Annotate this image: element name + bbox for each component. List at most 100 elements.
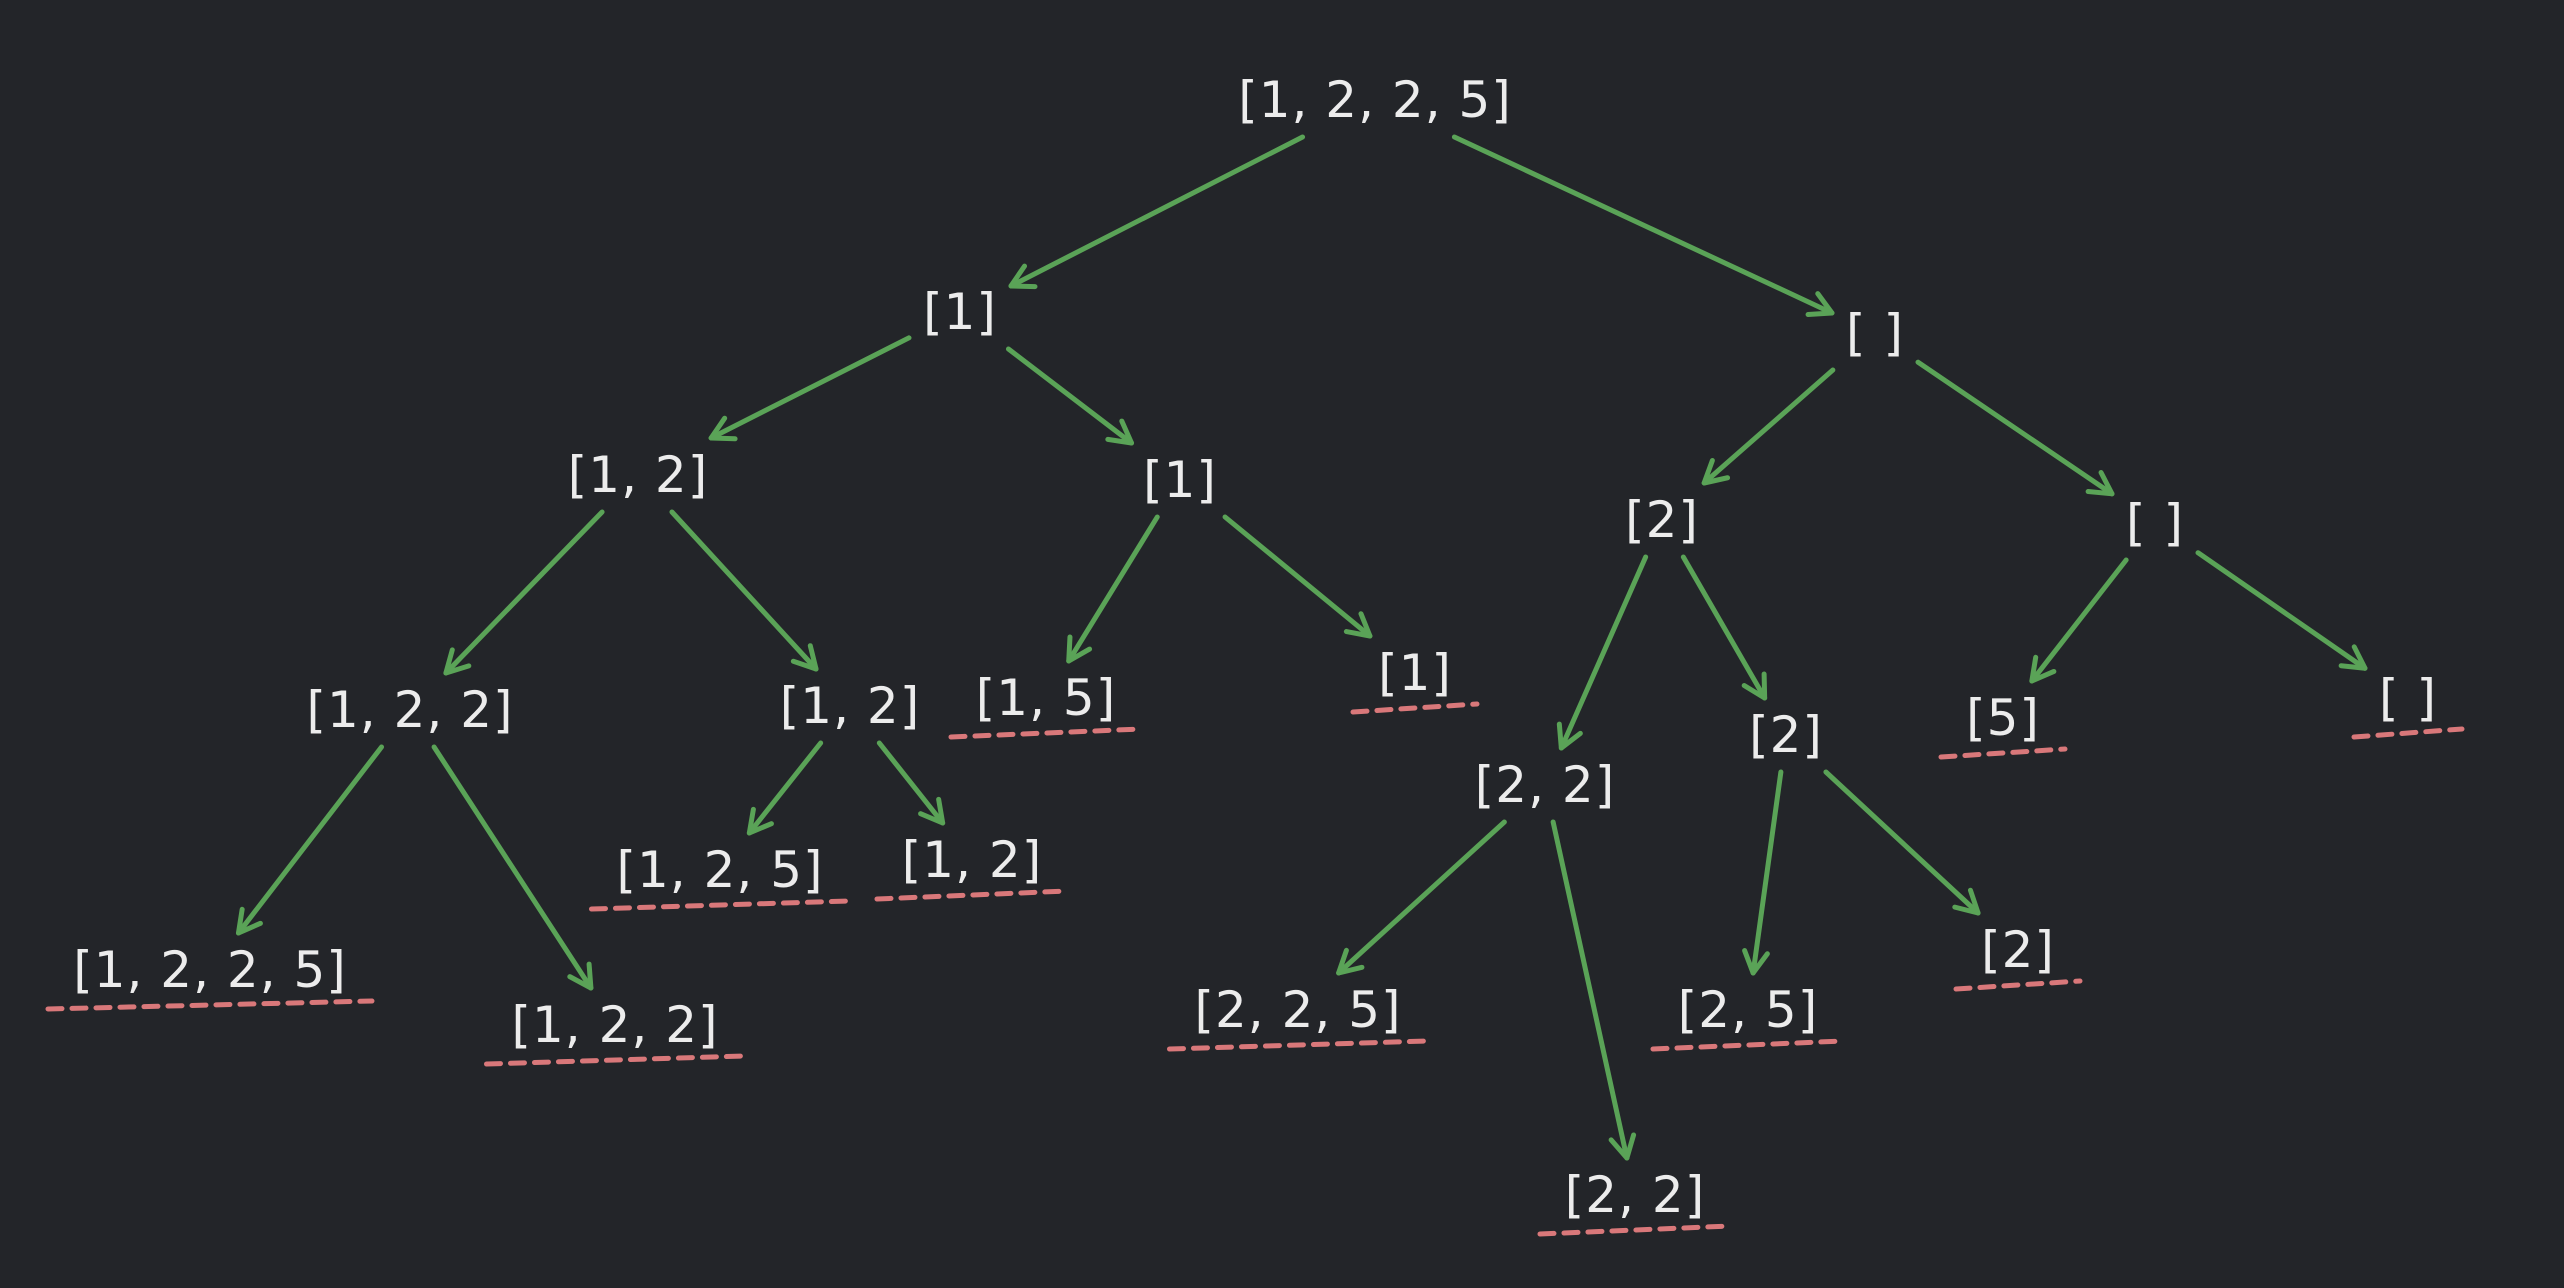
tree-edge-line: [1701, 367, 1836, 486]
tree-edge-line: [1915, 359, 2115, 497]
tree-edge-arrow: [1701, 367, 1836, 486]
tree-edge-arrow: [2029, 557, 2129, 684]
tree-edge-line: [1222, 514, 1373, 639]
arrowhead-icon: [708, 415, 738, 442]
tree-leaf-node: [1, 2, 2, 5]: [73, 941, 347, 999]
leaf-dashed-underline: [1350, 701, 1480, 715]
leaf-dashed-underline: [589, 898, 851, 912]
tree-leaf-node: [1, 5]: [975, 669, 1117, 727]
tree-edge-line: [1750, 769, 1784, 976]
leaf-dashed-underline: [484, 1053, 746, 1067]
tree-edge-arrow: [443, 509, 605, 676]
tree-edge-arrow: [708, 335, 912, 442]
tree-edge-arrow: [1451, 134, 1835, 317]
tree-leaf-node: [2, 5]: [1677, 981, 1819, 1039]
tree-leaf-node: [ ]: [2379, 669, 2437, 727]
tree-edge-arrow: [1066, 514, 1160, 664]
tree-edge-line: [443, 509, 605, 676]
tree-edge-line: [708, 335, 912, 441]
arrowhead-icon: [918, 796, 946, 826]
tree-edge-arrow: [431, 744, 594, 991]
arrowhead-icon: [1741, 671, 1768, 701]
tree-leaf-node: [5]: [1966, 689, 2040, 747]
tree-edge-line: [1823, 769, 1981, 916]
tree-edge-line: [1336, 819, 1507, 976]
arrowhead-icon: [746, 806, 774, 836]
arrowhead-icon: [2338, 644, 2368, 671]
arrowhead-icon: [1008, 263, 1038, 290]
tree-leaf-node: [1, 2, 5]: [616, 841, 824, 899]
tree-leaf-node: [2, 2]: [1564, 1166, 1706, 1224]
tree-leaf-node: [1, 2]: [901, 831, 1043, 889]
arrowhead-icon: [2085, 469, 2115, 497]
tree-edge-line: [1558, 554, 1649, 751]
tree-edge-arrow: [1005, 346, 1135, 446]
tree-edge-line: [1680, 554, 1768, 701]
arrowhead-icon: [235, 906, 263, 936]
tree-node: [2]: [1749, 706, 1823, 764]
tree-edge-line: [1005, 346, 1135, 446]
tree-node-root: [1, 2, 2, 5]: [1238, 71, 1512, 129]
arrowhead-icon: [1343, 611, 1373, 639]
arrowhead-icon: [1608, 1132, 1637, 1161]
arrowhead-icon: [1742, 948, 1770, 976]
tree-edge-line: [235, 744, 385, 936]
tree-edge-line: [669, 509, 819, 672]
tree-edge-line: [1008, 134, 1306, 289]
tree-edge-arrow: [1556, 554, 1649, 751]
tree-edge-arrow: [746, 740, 824, 836]
leaf-dashed-underline: [45, 998, 375, 1012]
tree-node: [1, 2, 2]: [306, 681, 514, 739]
tree-edge-line: [1451, 134, 1835, 316]
tree-edge-arrow: [669, 509, 819, 672]
arrowhead-icon: [1952, 887, 1981, 916]
tree-node: [1, 2]: [779, 677, 921, 735]
leaf-dashed-underline: [1953, 978, 2083, 992]
arrowhead-icon: [1336, 947, 1365, 976]
tree-edge-line: [746, 740, 824, 836]
tree-edge-line: [1066, 514, 1160, 664]
tree-leaf-node: [2]: [1981, 921, 2055, 979]
leaf-dashed-underline: [1537, 1223, 1733, 1237]
arrowhead-icon: [1805, 291, 1835, 317]
tree-edge-arrow: [235, 744, 385, 936]
tree-edge-arrow: [1008, 134, 1306, 290]
arrowhead-icon: [1105, 418, 1135, 446]
arrowhead-icon: [1556, 721, 1583, 751]
arrowhead-icon: [1066, 634, 1093, 664]
tree-edge-arrow: [1742, 769, 1784, 976]
leaf-dashed-underline: [1650, 1038, 1846, 1052]
tree-edge-line: [1550, 819, 1630, 1161]
tree-edge-arrow: [1680, 554, 1768, 701]
leaf-dashed-underline: [1938, 746, 2068, 760]
arrowhead-icon: [2029, 654, 2057, 684]
tree-edge-arrow: [1550, 819, 1637, 1161]
arrowhead-icon: [790, 643, 819, 672]
tree-node: [ ]: [2126, 494, 2184, 552]
tree-node: [1, 2]: [567, 446, 709, 504]
leaf-dashed-underline: [2351, 726, 2465, 740]
tree-edge-arrow: [876, 740, 946, 826]
tree-edge-line: [431, 744, 594, 991]
leaf-dashed-underline: [1167, 1038, 1429, 1052]
tree-leaf-node: [1]: [1378, 644, 1452, 702]
tree-edge-line: [876, 740, 946, 826]
tree-node: [1]: [1143, 451, 1217, 509]
arrowhead-icon: [1701, 457, 1731, 486]
tree-node: [2, 2]: [1474, 756, 1616, 814]
tree-node: [1]: [923, 283, 997, 341]
tree-edge-arrow: [1222, 514, 1373, 639]
tree-edge-arrow: [2195, 550, 2368, 671]
tree-edge-arrow: [1336, 819, 1507, 976]
arrowhead-icon: [567, 961, 594, 991]
leaf-dashed-underline: [874, 888, 1070, 902]
leaf-dashed-underline: [948, 726, 1144, 740]
tree-node: [2]: [1625, 491, 1699, 549]
tree-node: [ ]: [1846, 304, 1904, 362]
tree-edge-line: [2029, 557, 2129, 684]
tree-edge-arrow: [1915, 359, 2115, 497]
tree-edge-arrow: [1823, 769, 1981, 916]
arrowhead-icon: [443, 647, 472, 676]
